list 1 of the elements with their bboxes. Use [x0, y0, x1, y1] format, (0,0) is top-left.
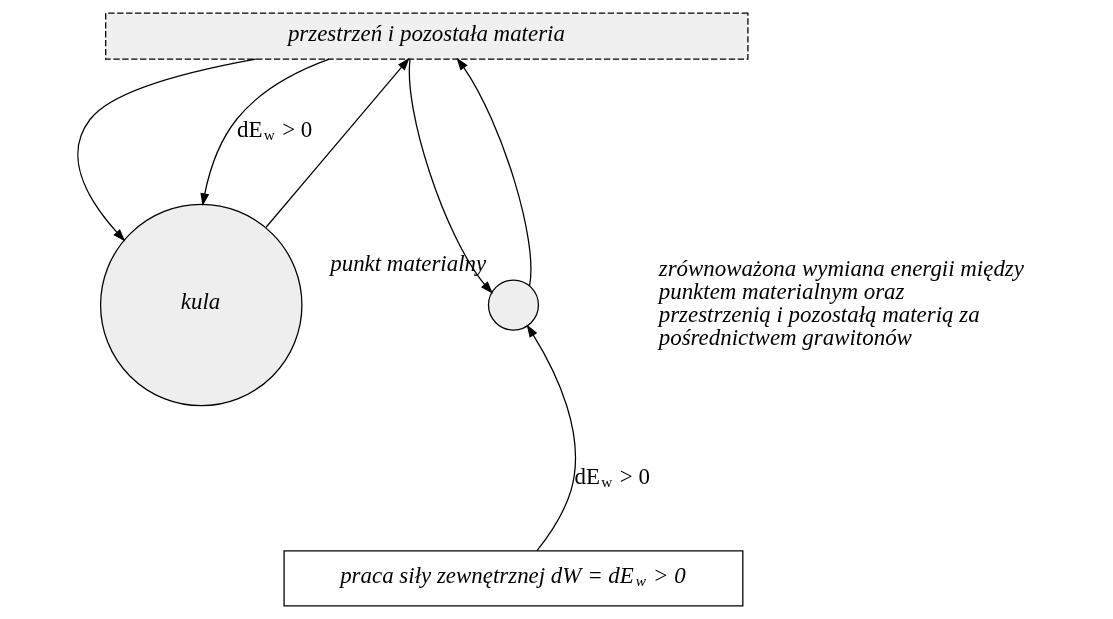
label: zrównoważona wymiana energii między punktem materialnym oraz przestrzenią i pozostałą materią za pośrednictwem grawitonów — [658, 256, 1024, 351]
